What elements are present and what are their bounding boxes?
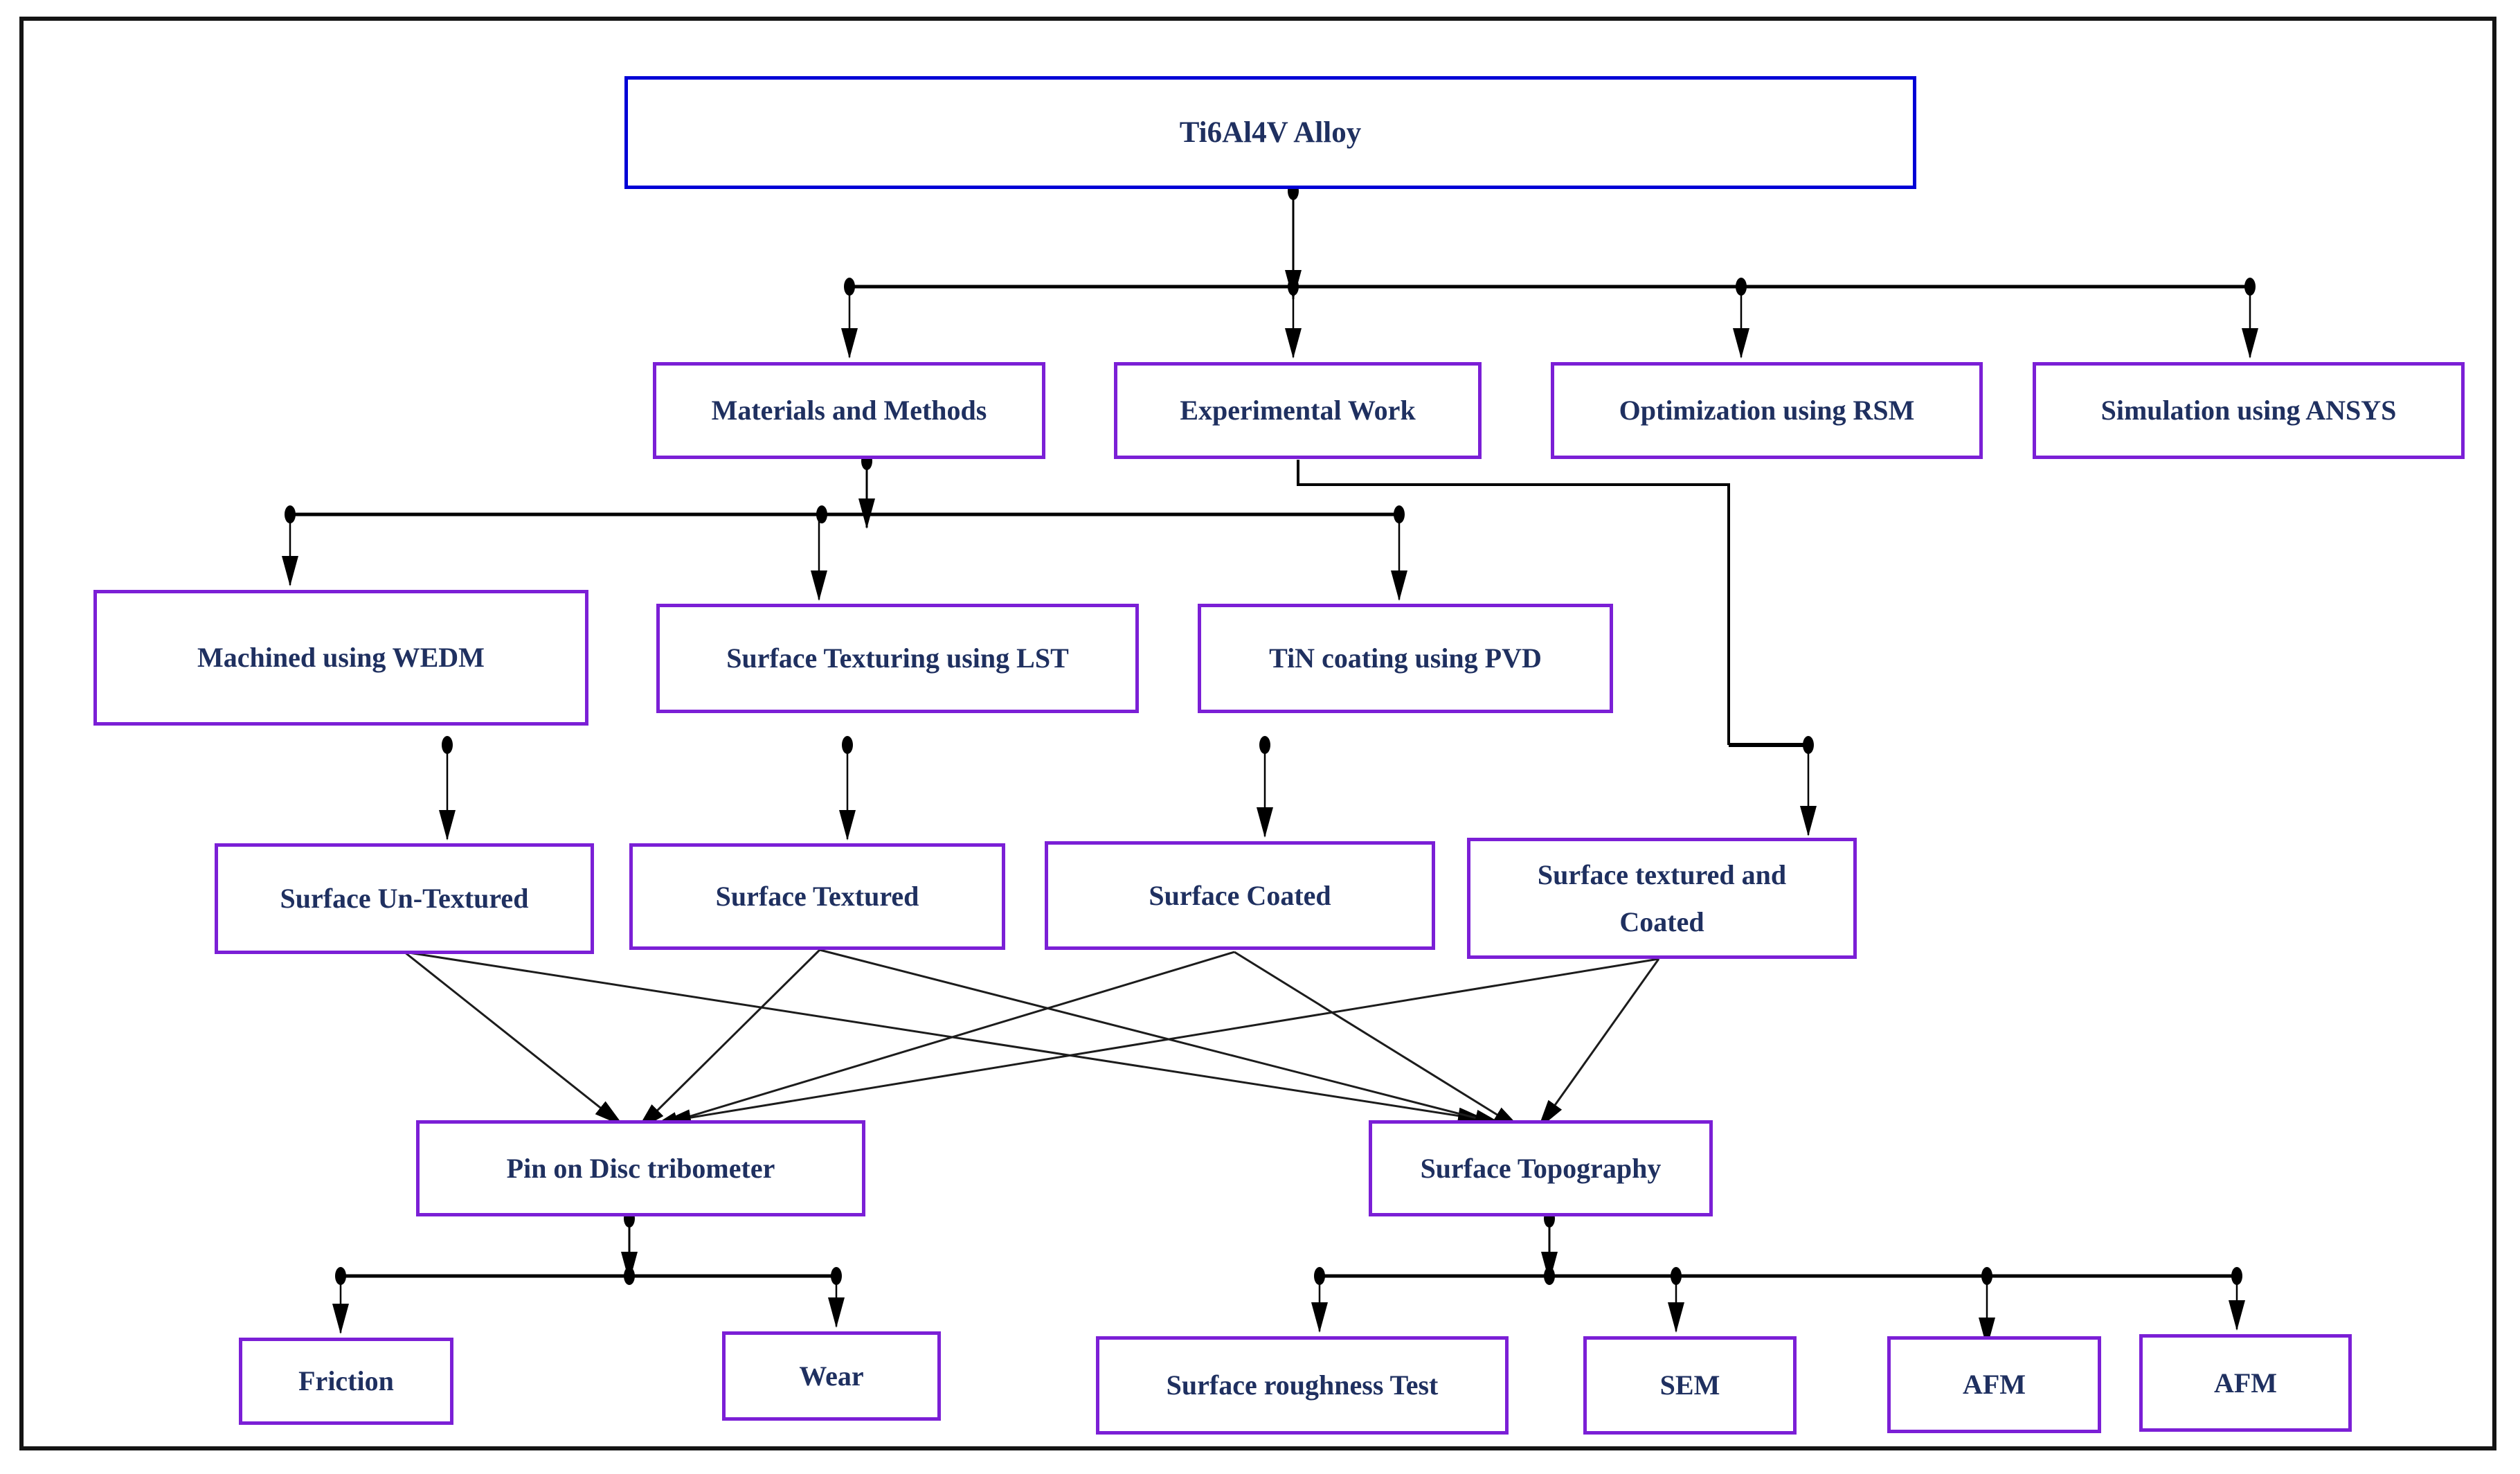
node-surface-textured: Surface Textured — [629, 843, 1005, 950]
node-friction: Friction — [239, 1338, 453, 1425]
node-tin-coating-pvd: TiN coating using PVD — [1198, 604, 1613, 713]
node-ti6al4v-alloy: Ti6Al4V Alloy — [624, 76, 1916, 189]
node-machined-wedm: Machined using WEDM — [93, 590, 588, 726]
tribometer-connectors — [332, 1216, 845, 1334]
node-optimization-rsm: Optimization using RSM — [1551, 362, 1983, 459]
node-surface-topography: Surface Topography — [1369, 1120, 1713, 1216]
node-surface-roughness-test: Surface roughness Test — [1096, 1336, 1509, 1435]
node-afm-1: AFM — [1887, 1336, 2101, 1433]
node-materials-and-methods: Materials and Methods — [653, 362, 1045, 459]
level2-connectors — [282, 460, 1407, 601]
node-simulation-ansys: Simulation using ANSYS — [2033, 362, 2465, 459]
node-surface-coated: Surface Coated — [1045, 841, 1435, 950]
node-surface-textured-and-coated: Surface textured and Coated — [1467, 838, 1857, 959]
experimental-elbow — [439, 460, 1817, 841]
topography-connectors — [1311, 1216, 2245, 1348]
node-afm-2: AFM — [2139, 1334, 2352, 1432]
node-surface-untextured: Surface Un-Textured — [215, 843, 594, 954]
node-pin-on-disc-tribometer: Pin on Disc tribometer — [416, 1120, 865, 1216]
node-experimental-work: Experimental Work — [1114, 362, 1482, 459]
level1-connectors — [841, 189, 2258, 359]
junction-dots — [285, 182, 2256, 1285]
fan-in-arrows — [404, 949, 1660, 1132]
node-wear: Wear — [722, 1331, 941, 1421]
node-sem: SEM — [1583, 1336, 1797, 1435]
node-surface-texturing-lst: Surface Texturing using LST — [656, 604, 1139, 713]
